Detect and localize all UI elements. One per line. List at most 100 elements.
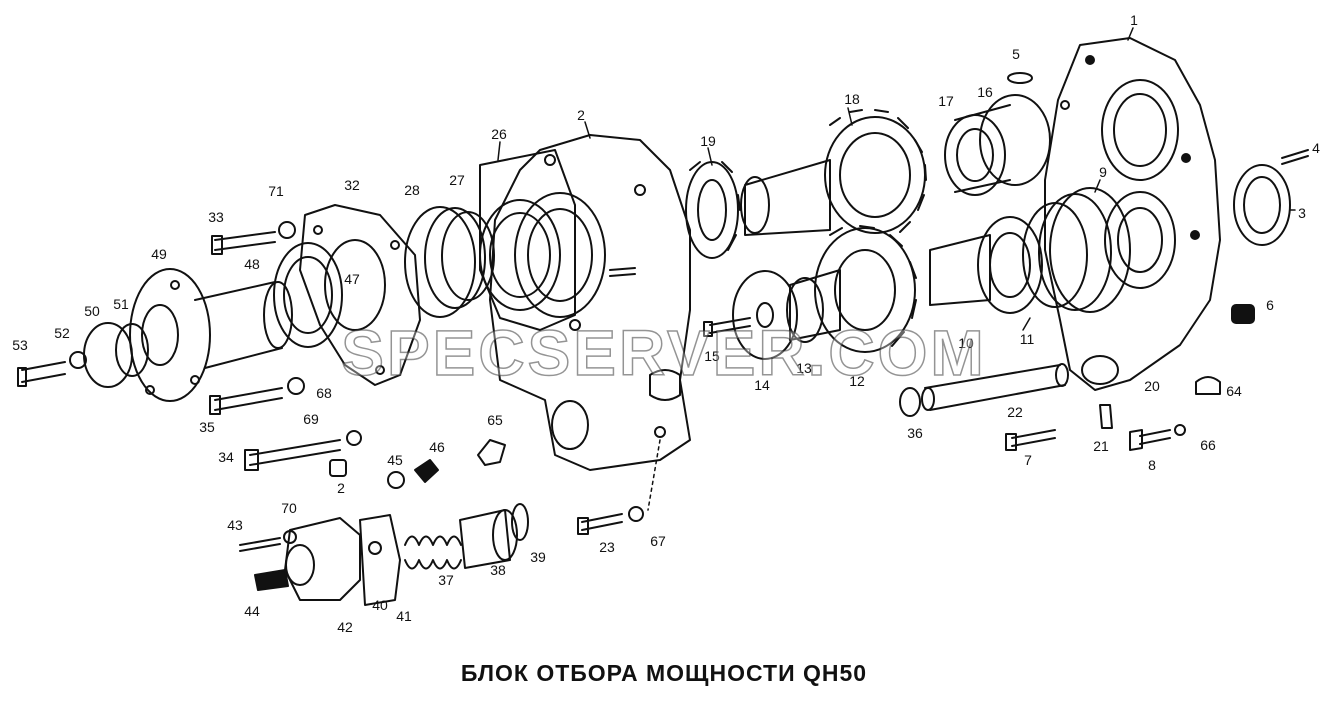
bolt-part-15 [703,317,751,337]
washer-part-45 [387,471,405,489]
part-label-1: 1 [1130,12,1138,28]
part-label-23: 23 [599,539,615,555]
part-label-48: 48 [244,256,260,272]
bolt-part-34 [244,439,341,471]
washer-part-5 [1007,72,1033,84]
washer-part-67 [628,506,644,522]
part-label-32: 32 [344,177,360,193]
bolt-part-43 [239,537,281,552]
bolt-part-35 [209,387,283,415]
ring-part-9 [1049,187,1131,313]
part-label-66: 66 [1200,437,1216,453]
part-label-27: 27 [449,172,465,188]
cylinder-body-part-42 [284,517,361,601]
sensor-part-65 [477,439,506,466]
part-label-41: 41 [396,608,412,624]
part-label-38: 38 [490,562,506,578]
shaft-bearing-part-10-11 [929,193,1112,314]
bolt-part-33 [211,231,276,255]
ring-part-28 [404,206,495,318]
part-label-20: 20 [1144,378,1160,394]
part-label-64: 64 [1226,383,1242,399]
part-label-17: 17 [938,93,954,109]
part-label-3: 3 [1298,205,1306,221]
part-label-22: 22 [1007,404,1023,420]
coupling-part-48-49 [129,268,293,402]
part-label-28: 28 [404,182,420,198]
part-label-67: 67 [650,533,666,549]
spring-part-37 [404,535,462,570]
cap-part-64 [1195,376,1221,395]
part-label-2: 2 [577,107,585,123]
part-label-51: 51 [113,296,129,312]
part-label-43: 43 [227,517,243,533]
leader-dotted-line [647,439,661,511]
ring-part-39 [511,503,529,541]
part-label-18: 18 [844,91,860,107]
plug-part-6 [1231,304,1255,324]
part-label-47: 47 [344,271,360,287]
bolt-part-4 [1281,149,1309,165]
bolt-part-7 [1005,429,1056,451]
washer-part-66 [1174,424,1186,436]
cylinder-assembly [284,503,529,606]
washer-part-69 [346,430,362,446]
part-label-2b: 2 [337,480,345,496]
washer-part-70 [283,530,297,544]
seal-part-27 [479,199,561,311]
part-label-6: 6 [1266,297,1274,313]
housing-part-2 [489,134,691,471]
gear-part-19 [685,161,741,259]
part-label-10: 10 [958,335,974,351]
part-label-50: 50 [84,303,100,319]
part-label-21: 21 [1093,438,1109,454]
part-label-7: 7 [1024,452,1032,468]
piston-part-38 [459,509,511,569]
part-label-71: 71 [268,183,284,199]
washer-part-68 [287,377,305,395]
fitting-part-46 [414,459,439,483]
bolt-part-8 [1129,429,1171,451]
gear-part-12-13 [786,225,917,353]
part-label-4: 4 [1312,140,1320,156]
part-label-39: 39 [530,549,546,565]
leader-lines [497,27,1296,331]
oil-seal-part-3 [1233,164,1291,246]
part-label-12: 12 [849,373,865,389]
nut-part-2 [329,459,347,477]
flange-housing-part-32 [299,204,421,386]
part-label-69: 69 [303,411,319,427]
plug-part-44 [254,569,289,591]
part-label-19: 19 [700,133,716,149]
part-label-45: 45 [387,452,403,468]
washer-part-52 [69,351,87,369]
part-label-9: 9 [1099,164,1107,180]
part-label-36: 36 [907,425,923,441]
disc-part-14 [732,270,798,360]
diagram-title: БЛОК ОТБОРА МОЩНОСТИ QH50 [460,660,868,686]
part-label-34: 34 [218,449,234,465]
part-label-40: 40 [372,597,388,613]
gear-shaft-part-18 [740,109,927,236]
part-label-16: 16 [977,84,993,100]
part-label-26: 26 [491,126,507,142]
bolt-part-21 [1099,404,1113,429]
seal-part-47 [273,242,343,348]
part-label-35: 35 [199,419,215,435]
gasket-part-40 [359,514,401,606]
part-label-5: 5 [1012,46,1020,62]
part-label-42: 42 [337,619,353,635]
bearing-part-16-17 [944,94,1051,196]
part-label-44: 44 [244,603,260,619]
o-ring-part-36 [899,387,921,417]
part-label-53: 53 [12,337,28,353]
part-label-68: 68 [316,385,332,401]
part-label-15: 15 [704,348,720,364]
part-label-8: 8 [1148,457,1156,473]
part-label-70: 70 [281,500,297,516]
washer-part-71 [278,221,296,239]
pin-part-22 [921,363,1069,411]
bolt-part-53 [17,361,66,387]
